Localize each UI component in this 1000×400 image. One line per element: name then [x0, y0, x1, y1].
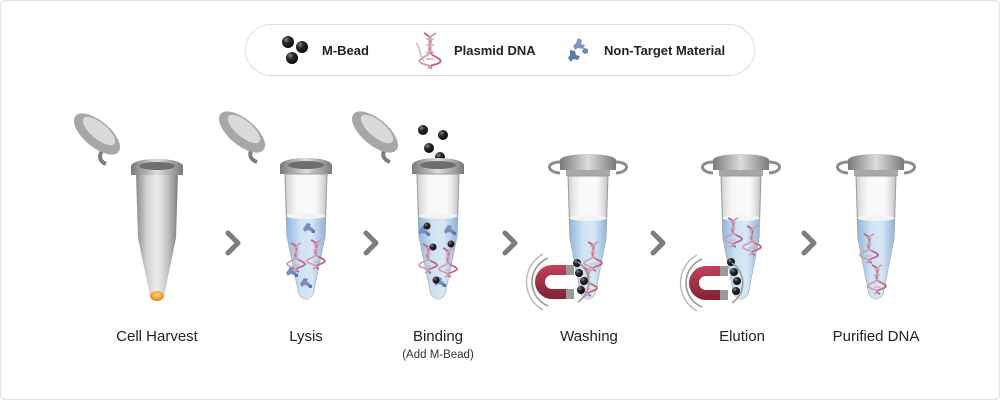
tube-lid-open — [351, 111, 399, 164]
step-label-washing: Washing — [560, 328, 618, 345]
legend-label-m-bead: M-Bead — [322, 42, 369, 58]
step-label-cell-harvest: Cell Harvest — [116, 328, 198, 345]
bead-cluster-icon — [282, 36, 308, 64]
legend-label-plasmid-dna: Plasmid DNA — [454, 42, 536, 58]
step-label-elution: Elution — [719, 328, 765, 345]
tube-elution — [679, 154, 781, 312]
legend-item-plasmid-dna: Plasmid DNA — [414, 25, 536, 75]
dna-helix-icon — [415, 32, 442, 69]
legend-item-non-target-material: Non-Target Material — [564, 25, 725, 75]
arrow-chevron-icon — [505, 233, 515, 253]
step-label-binding: Binding — [412, 328, 464, 345]
falling-beads — [418, 125, 448, 162]
tube-binding — [351, 111, 464, 300]
bead-column — [727, 258, 741, 295]
legend-item-m-bead: M-Bead — [278, 25, 369, 75]
legend: M-Bead Plasmid DNA Non-Target Material — [245, 24, 755, 76]
step-label-lysis: Lysis — [289, 328, 323, 345]
tube-lid-open — [218, 111, 266, 164]
debris-cluster-icon — [568, 38, 588, 62]
step-label-purified-dna: Purified DNA — [832, 328, 920, 345]
arrow-chevron-icon — [653, 233, 663, 253]
bead-column — [573, 259, 588, 294]
tube-lysis — [218, 111, 332, 300]
step-sublabel-binding: (Add M-Bead) — [402, 349, 474, 361]
arrow-chevron-icon — [366, 233, 376, 253]
arrow-chevron-icon — [228, 233, 238, 253]
tube-lid-open — [73, 113, 121, 166]
tube-cell-harvest — [73, 113, 183, 301]
arrow-chevron-icon — [804, 233, 814, 253]
cell-pellet — [150, 291, 164, 301]
legend-label-non-target-material: Non-Target Material — [604, 42, 726, 58]
tube-purified-dna — [836, 154, 916, 300]
tube-washing — [525, 154, 628, 311]
